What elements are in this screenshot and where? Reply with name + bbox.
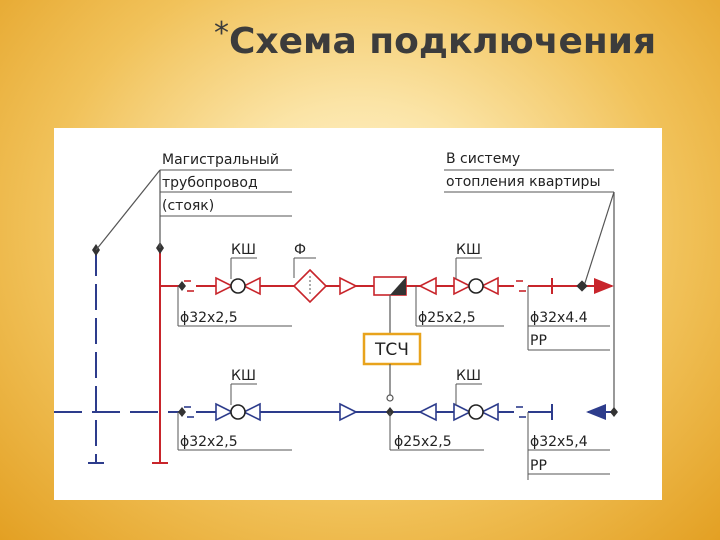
heat-meter-label: ТСЧ	[374, 340, 409, 360]
supply-mid-size: ϕ25х2,5	[418, 310, 476, 326]
filter-label: Ф	[294, 242, 306, 258]
title-bullet: *	[214, 16, 229, 51]
supply-left-size: ϕ32х2,5	[180, 310, 238, 326]
filter-symbol: Ф	[292, 242, 328, 304]
return-right-material: PP	[530, 458, 547, 474]
return-right-size: ϕ32х5,4	[530, 434, 588, 450]
main-pipeline-line-3: (стояк)	[162, 198, 214, 214]
supply-check-valve	[339, 276, 358, 296]
return-check-valve-left	[339, 402, 358, 422]
supply-check-valve-right	[418, 276, 437, 296]
title-text: Схема подключения	[229, 21, 657, 62]
return-line	[54, 404, 618, 420]
heat-meter: ТСЧ	[362, 332, 422, 402]
supply-valve-left-label: КШ	[231, 242, 256, 258]
return-mid-size: ϕ25х2,5	[394, 434, 452, 450]
return-size-labels: ϕ32х2,5 ϕ25х2,5 ϕ32х5,4 PP	[177, 412, 610, 480]
riser-pipes	[88, 242, 168, 464]
supply-right-size: ϕ32х4.4	[530, 310, 588, 326]
return-ball-valve-right: КШ	[453, 368, 499, 422]
supply-size-labels: ϕ32х2,5 ϕ25х2,5 ϕ32х4.4 PP	[177, 286, 610, 351]
return-valve-left-label: КШ	[231, 368, 256, 384]
diagram-panel: Магистральный трубопровод (стояк) В сист…	[54, 128, 662, 500]
return-valve-right-label: КШ	[456, 368, 481, 384]
supply-node-right	[576, 280, 588, 292]
return-left-size: ϕ32х2,5	[180, 434, 238, 450]
slide-title: *Схема подключения	[214, 14, 714, 70]
supply-right-material: PP	[530, 333, 547, 349]
supply-valve-right-label: КШ	[456, 242, 481, 258]
main-pipeline-line-1: Магистральный	[162, 152, 279, 168]
return-node-left	[178, 407, 186, 417]
return-node-right	[610, 407, 618, 417]
return-ball-valve-left: КШ	[215, 368, 261, 422]
to-system-callout: В систему отопления квартиры	[444, 151, 615, 412]
to-system-line-2: отопления квартиры	[446, 174, 601, 190]
main-pipeline-callout: Магистральный трубопровод (стояк)	[95, 152, 292, 251]
supply-ball-valve-right: КШ	[453, 242, 499, 296]
return-check-valve-right	[418, 402, 437, 422]
supply-node-left	[178, 281, 186, 291]
supply-ball-valve-left: КШ	[215, 242, 261, 296]
flow-sensor	[373, 276, 407, 334]
main-pipeline-line-2: трубопровод	[162, 175, 258, 191]
connection-diagram: Магистральный трубопровод (стояк) В сист…	[54, 151, 618, 480]
to-system-line-1: В систему	[446, 151, 520, 167]
